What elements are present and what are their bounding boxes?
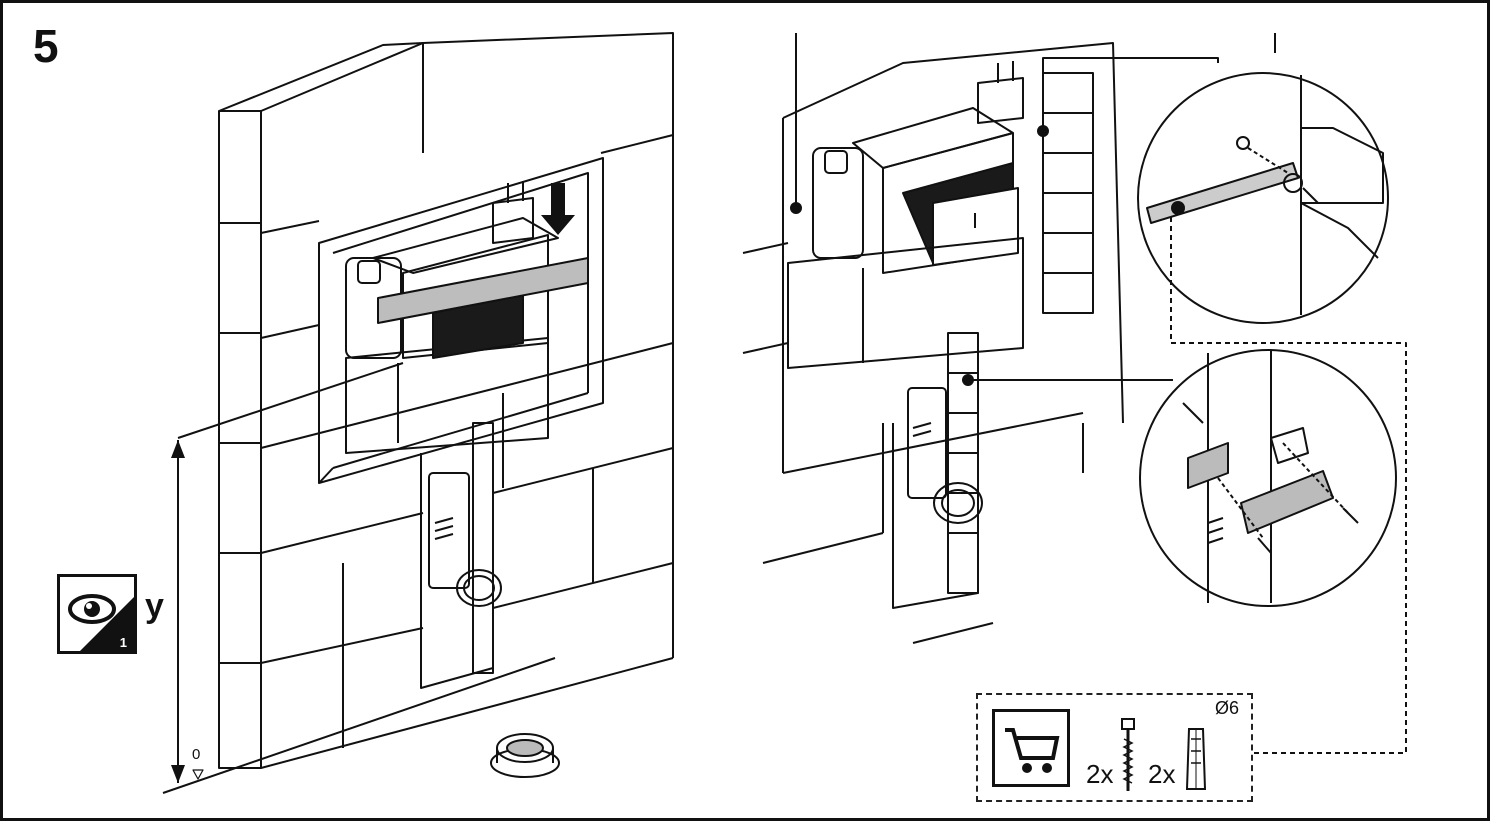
screw-quantity: 2x [1086, 759, 1114, 789]
step-number: 5 [33, 20, 59, 72]
left-cistern-frame [345, 181, 589, 674]
floor-drain-cap [490, 733, 560, 778]
wall-plug-icon [1185, 728, 1207, 790]
detail-circle-pipe-clamp [1139, 349, 1397, 607]
required-parts-legend: 2x 2x Ø6 [976, 693, 1253, 802]
plug-quantity: 2x [1148, 759, 1176, 789]
plug-diameter: Ø6 [1215, 698, 1240, 718]
detail-circle-bracket [1137, 72, 1389, 324]
eye-view-icon: 1 [57, 574, 137, 654]
floor-zero-marker: 0 [192, 746, 201, 763]
shopping-cart-icon [992, 709, 1070, 787]
height-label: y [145, 587, 164, 625]
right-brick-wall [742, 42, 1124, 644]
right-cistern-frame [787, 61, 1024, 524]
y-dimension-arrow [171, 440, 185, 783]
lag-screw-icon [1121, 718, 1135, 791]
eye-view-index: 1 [119, 635, 127, 650]
left-brick-wall [162, 32, 674, 794]
assembly-scene [162, 32, 1407, 794]
